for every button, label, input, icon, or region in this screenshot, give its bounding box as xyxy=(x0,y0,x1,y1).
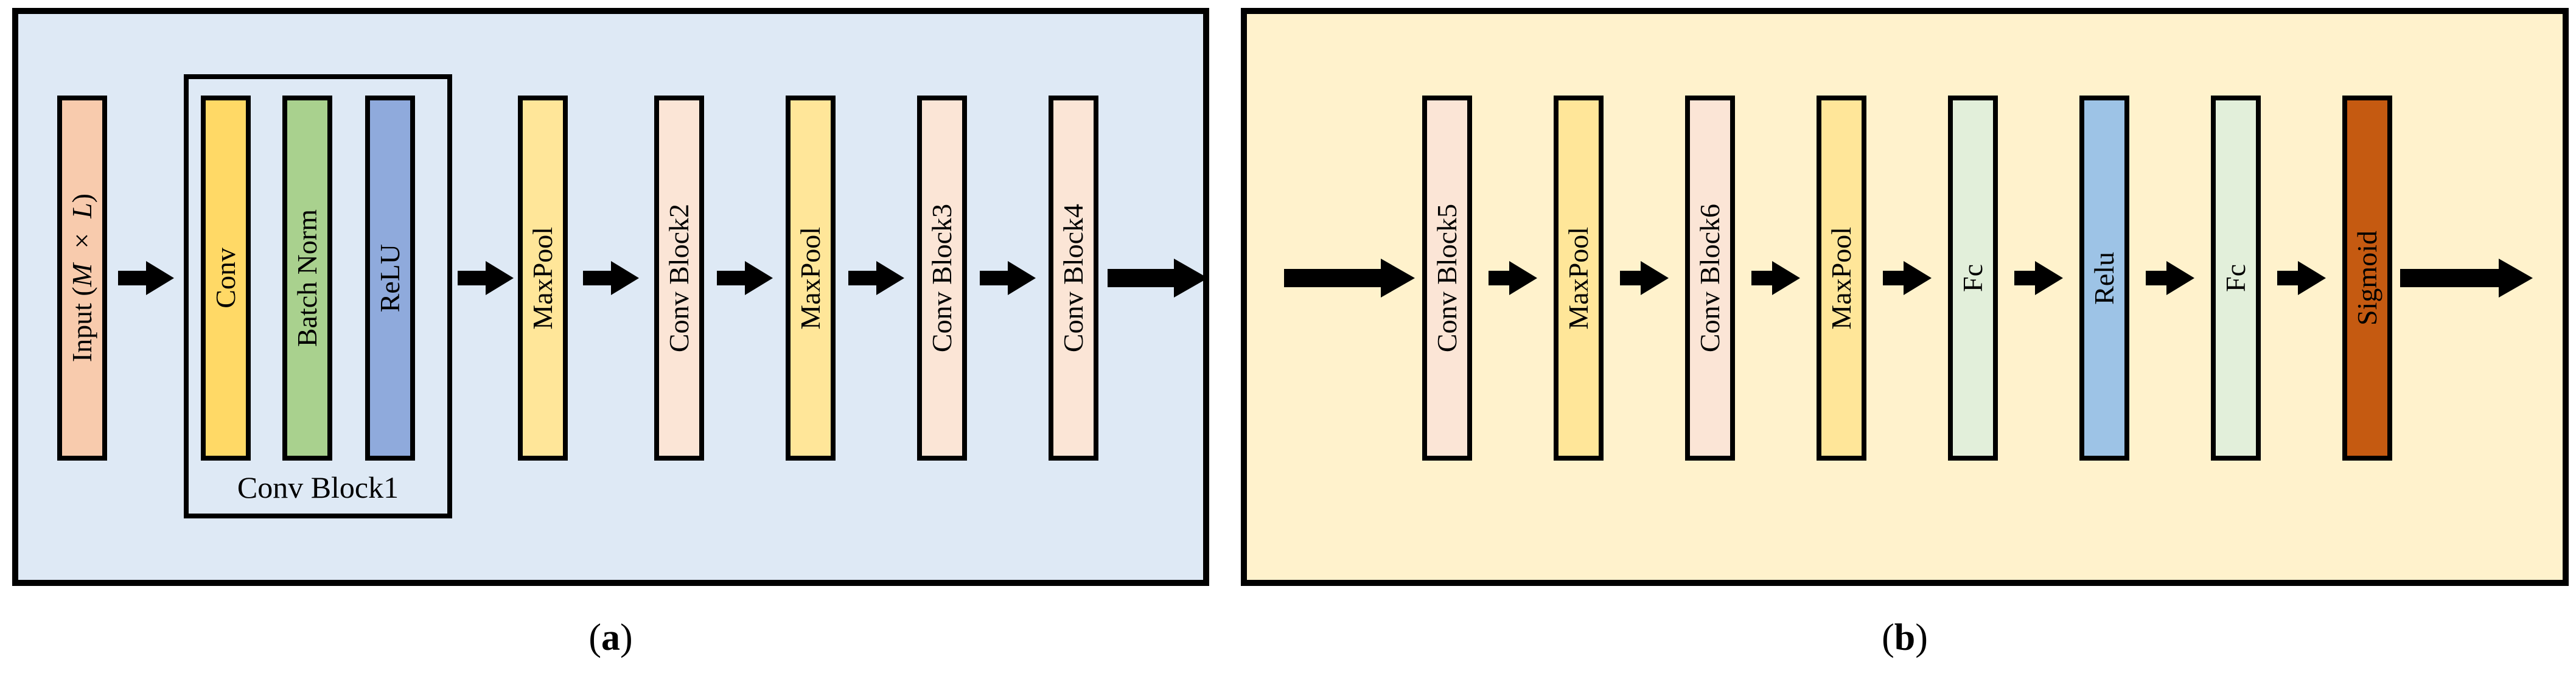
arrow-relu-to-fc2 xyxy=(2146,261,2194,295)
arrow-shaft xyxy=(1284,269,1381,287)
layer-conv-block4: Conv Block4 xyxy=(1049,96,1098,461)
arrow-shaft xyxy=(2146,271,2166,285)
caption-a: (a) xyxy=(588,617,633,658)
input-label: Input (M × L) xyxy=(66,193,97,363)
arrow-shaft xyxy=(1108,269,1174,287)
layer-fc-2: Fc xyxy=(2211,96,2261,461)
layer-label: Conv Block4 xyxy=(1058,203,1089,353)
layer-conv-block6: Conv Block6 xyxy=(1685,96,1735,461)
arrow-maxpool-to-block6 xyxy=(1620,261,1669,295)
arrow-shaft xyxy=(848,271,876,285)
arrow-block5-to-maxpool xyxy=(1489,261,1537,295)
layer-label: Relu xyxy=(2089,251,2120,305)
arrow-maxpool-to-block3 xyxy=(848,261,904,295)
arrow-block1-to-maxpool xyxy=(458,261,514,295)
arrow-block6-to-maxpool xyxy=(1751,261,1800,295)
arrow-head-icon xyxy=(2499,259,2533,298)
layer-conv: Conv xyxy=(201,96,251,461)
layer-conv-block2: Conv Block2 xyxy=(654,96,704,461)
layer-sigmoid: Sigmoid xyxy=(2342,96,2392,461)
layer-label: MaxPool xyxy=(1563,226,1594,330)
arrow-shaft xyxy=(1883,271,1904,285)
layer-batch-norm: Batch Norm xyxy=(282,96,332,461)
layer-conv-block3: Conv Block3 xyxy=(917,96,967,461)
layer-conv-block5: Conv Block5 xyxy=(1422,96,1472,461)
arrow-head-icon xyxy=(1381,259,1415,298)
arrow-maxpool-to-fc1 xyxy=(1883,261,1932,295)
layer-label: MaxPool xyxy=(1826,226,1857,330)
layer-maxpool-2: MaxPool xyxy=(786,96,836,461)
arrow-block3-to-block4 xyxy=(980,261,1036,295)
layer-label: Fc xyxy=(2220,264,2251,292)
layer-relu-b: Relu xyxy=(2079,96,2129,461)
arrow-shaft xyxy=(118,271,146,285)
layer-input: Input (M × L) xyxy=(57,96,107,461)
layer-maxpool-1: MaxPool xyxy=(518,96,568,461)
layer-fc-1: Fc xyxy=(1948,96,1998,461)
arrow-shaft xyxy=(583,271,611,285)
layer-label: Fc xyxy=(1957,264,1988,292)
layer-label: Conv Block6 xyxy=(1694,203,1725,353)
arrow-shaft xyxy=(2400,269,2499,287)
arrow-head-icon xyxy=(1641,261,1669,295)
layer-label: Conv Block3 xyxy=(926,203,957,353)
arrow-fc1-to-relu xyxy=(2014,261,2063,295)
panel-b: Conv Block5 MaxPool Conv Block6 MaxPool xyxy=(1241,8,2569,586)
layer-label: Batch Norm xyxy=(291,209,323,347)
arrow-fc2-to-sigmoid xyxy=(2277,261,2326,295)
arrow-head-icon xyxy=(1509,261,1537,295)
arrow-head-icon xyxy=(611,261,639,295)
layer-maxpool-4: MaxPool xyxy=(1817,96,1866,461)
layer-label: Conv xyxy=(210,248,241,308)
arrow-shaft xyxy=(717,271,745,285)
arrow-shaft xyxy=(2277,271,2298,285)
arrow-head-icon xyxy=(2298,261,2326,295)
caption-b: (b) xyxy=(1882,617,1928,658)
conv-block1-group: Conv Batch Norm ReLU Conv Block1 xyxy=(184,74,452,518)
arrow-head-icon xyxy=(2166,261,2194,295)
arrow-head-icon xyxy=(2035,261,2063,295)
arrow-shaft xyxy=(1489,271,1509,285)
arrow-shaft xyxy=(2014,271,2035,285)
arrow-panel-b-input xyxy=(1284,259,1415,298)
layer-label: ReLU xyxy=(374,243,405,313)
arrow-shaft xyxy=(1620,271,1641,285)
arrow-shaft xyxy=(980,271,1008,285)
layer-label: Sigmoid xyxy=(2351,231,2382,326)
arrow-head-icon xyxy=(745,261,773,295)
arrow-head-icon xyxy=(1904,261,1932,295)
layer-label: MaxPool xyxy=(527,226,558,330)
arrow-head-icon xyxy=(146,261,174,295)
layer-maxpool-3: MaxPool xyxy=(1554,96,1604,461)
arrow-head-icon xyxy=(876,261,904,295)
arrow-maxpool-to-block2 xyxy=(583,261,639,295)
layer-relu: ReLU xyxy=(365,96,415,461)
arrow-head-icon xyxy=(1008,261,1036,295)
arrow-shaft xyxy=(1751,271,1772,285)
arrow-block2-to-maxpool xyxy=(717,261,773,295)
arrow-head-icon xyxy=(486,261,514,295)
arrow-shaft xyxy=(458,271,486,285)
layer-label: MaxPool xyxy=(795,226,826,330)
arrow-head-icon xyxy=(1772,261,1800,295)
conv-block1-label: Conv Block1 xyxy=(237,470,399,504)
arrow-panel-a-output xyxy=(1108,259,1208,298)
panel-a: Input (M × L) Conv Batch Norm ReLU Conv … xyxy=(12,8,1209,586)
arrow-panel-b-output xyxy=(2400,259,2533,298)
layer-label: Conv Block5 xyxy=(1431,203,1462,353)
arrow-input-to-block1 xyxy=(118,261,174,295)
layer-label: Conv Block2 xyxy=(663,203,694,353)
arrow-head-icon xyxy=(1174,259,1208,298)
